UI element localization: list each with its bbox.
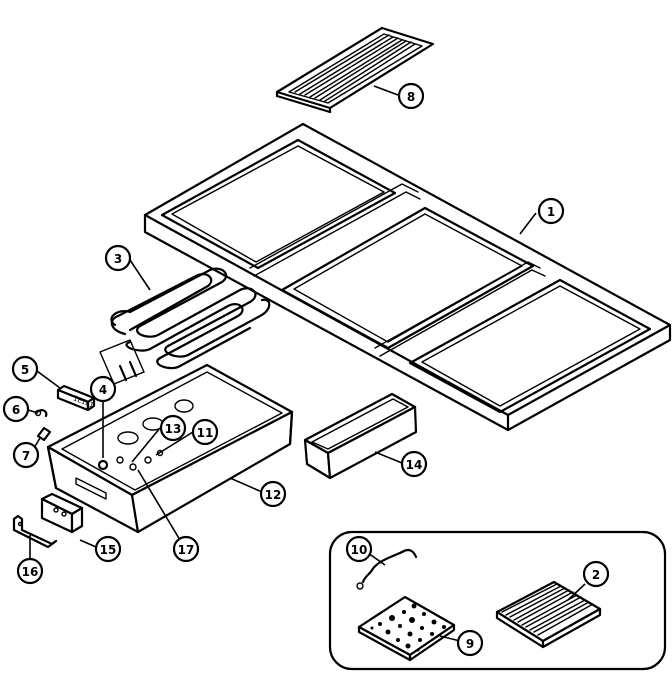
svg-text:9: 9 <box>466 637 474 651</box>
svg-text:13: 13 <box>165 422 182 436</box>
svg-text:11: 11 <box>197 426 214 440</box>
callout-11: 11 <box>191 418 219 446</box>
svg-text:14: 14 <box>406 458 423 472</box>
svg-text:8: 8 <box>407 90 415 104</box>
svg-text:4: 4 <box>99 383 107 397</box>
svg-text:3: 3 <box>114 252 122 266</box>
callout-1: 1 <box>537 197 565 225</box>
callout-16: 16 <box>16 557 44 585</box>
callout-10: 10 <box>345 535 373 563</box>
svg-text:15: 15 <box>100 543 117 557</box>
callout-14: 14 <box>400 450 428 478</box>
callout-5: 5 <box>11 355 39 383</box>
callout-12: 12 <box>259 480 287 508</box>
callout-3: 3 <box>104 244 132 272</box>
svg-text:10: 10 <box>351 543 368 557</box>
callout-6: 6 <box>2 395 30 423</box>
callout-15: 15 <box>94 535 122 563</box>
svg-text:12: 12 <box>265 488 282 502</box>
callout-17: 17 <box>172 535 200 563</box>
part-10-wire <box>356 548 418 590</box>
part-16-bracket <box>12 514 58 549</box>
svg-text:17: 17 <box>178 543 195 557</box>
accessory-inset-box <box>328 530 667 671</box>
part-5-terminal-block: IEIEI <box>56 384 96 412</box>
part-1-cooktop-frame <box>143 122 672 432</box>
part-8-grille <box>275 26 435 114</box>
part-3-heating-element <box>99 267 271 385</box>
callout-2: 2 <box>582 560 610 588</box>
svg-text:1: 1 <box>547 205 555 219</box>
callout-9: 9 <box>456 629 484 657</box>
part-7-bracket <box>36 426 52 442</box>
part-15-junction-box <box>40 492 84 534</box>
callout-7: 7 <box>12 441 40 469</box>
svg-text:5: 5 <box>21 363 29 377</box>
part-2-grate <box>495 580 602 649</box>
svg-text:7: 7 <box>22 449 30 463</box>
part-14-tray <box>303 392 418 480</box>
svg-text:16: 16 <box>22 565 39 579</box>
part-9-plate <box>357 595 456 662</box>
callout-13: 13 <box>159 414 187 442</box>
part-12-drip-pan <box>46 363 294 534</box>
callout-8: 8 <box>397 82 425 110</box>
svg-text:2: 2 <box>592 568 600 582</box>
svg-text:6: 6 <box>12 403 20 417</box>
callout-4: 4 <box>89 375 117 403</box>
